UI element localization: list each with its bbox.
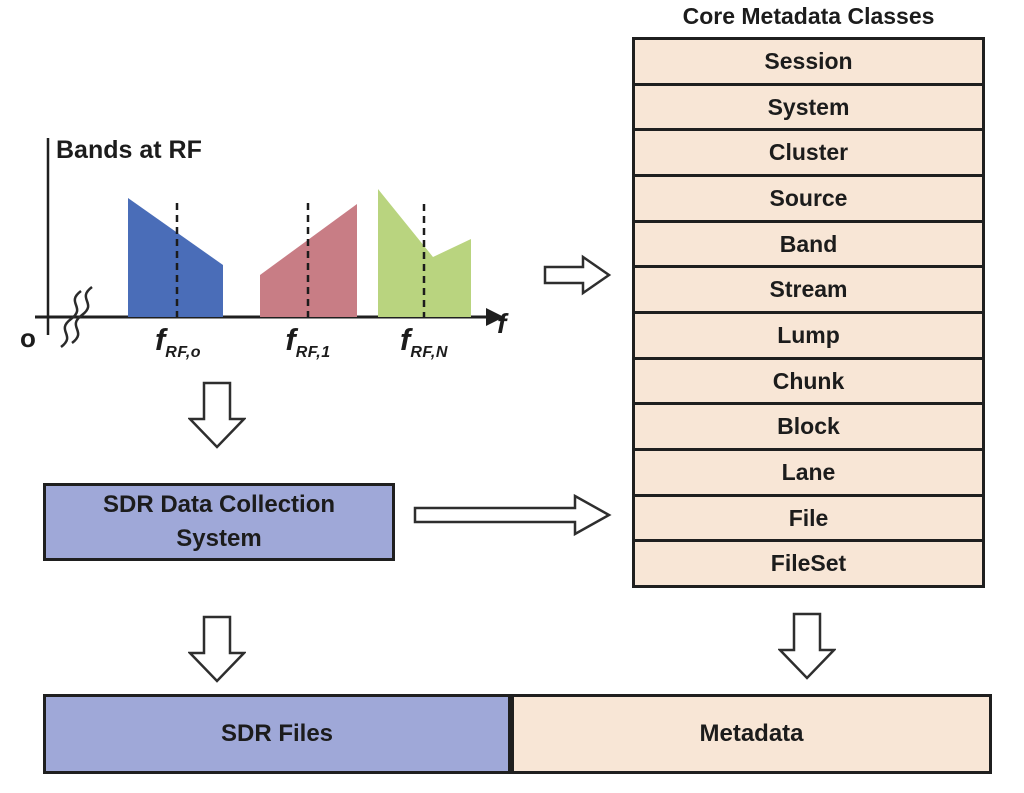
arrow-sdr-system-to-files-icon — [188, 615, 246, 683]
metadata-class-row-file: File — [635, 493, 982, 540]
metadata-class-row-stream: Stream — [635, 265, 982, 311]
spectrum-title: Bands at RF — [56, 136, 202, 164]
sdr-files-label: SDR Files — [220, 720, 334, 748]
arrow-spectrum-to-classes-icon — [543, 254, 612, 296]
arrow-spectrum-to-sdr-system-icon — [188, 381, 246, 449]
metadata-classes-table: Session System Cluster Source Band Strea… — [632, 37, 985, 588]
band-center-label-rfn: fRF,N — [400, 322, 448, 361]
rf-spectrum-plot — [35, 138, 504, 348]
band-center-label-rf1: fRF,1 — [285, 322, 331, 361]
arrow-classes-to-metadata-icon — [778, 612, 836, 680]
x-axis-arrowhead — [486, 308, 504, 326]
metadata-class-row-chunk: Chunk — [635, 356, 982, 403]
sdr-data-collection-system-box: SDR Data Collection System — [43, 483, 395, 561]
metadata-class-row-lane: Lane — [635, 448, 982, 494]
metadata-class-row-cluster: Cluster — [635, 128, 982, 174]
metadata-class-row-source: Source — [635, 174, 982, 220]
band-center-label-rf0: fRF,o — [154, 322, 202, 361]
metadata-class-row-session: Session — [764, 47, 853, 74]
metadata-class-row-lump: Lump — [635, 311, 982, 357]
metadata-class-row-fileset: FileSet — [635, 539, 982, 585]
band-shape-rf0 — [128, 198, 223, 317]
metadata-classes-title: Core Metadata Classes — [682, 3, 935, 29]
axis-break-squiggle — [60, 290, 82, 348]
sdr-system-label-line1: SDR Data Collection — [102, 491, 336, 519]
metadata-output-box: Metadata — [511, 694, 992, 774]
origin-label: o — [20, 323, 36, 353]
sdr-system-label-line2: System — [176, 525, 262, 552]
metadata-class-row-system: System — [635, 82, 982, 129]
sdr-files-box: SDR Files — [43, 694, 511, 774]
axis-break-squiggle — [71, 286, 93, 344]
metadata-output-label: Metadata — [699, 720, 804, 748]
frequency-axis-label: f — [497, 308, 507, 339]
metadata-class-row-block: Block — [635, 402, 982, 448]
arrow-sdr-system-to-classes-icon — [413, 493, 612, 537]
band-shape-rf1 — [260, 204, 357, 317]
metadata-class-row-band: Band — [635, 219, 982, 266]
